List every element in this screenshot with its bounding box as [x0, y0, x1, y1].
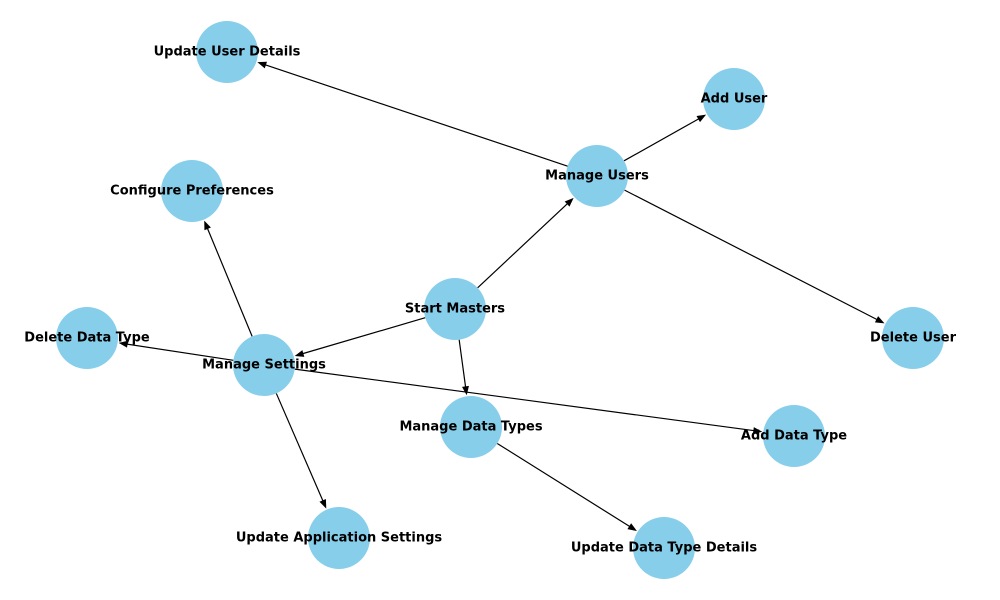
- node-manage-users: [566, 145, 628, 207]
- arrowhead-icon: [118, 340, 129, 348]
- node-label-delete-user: Delete User: [870, 331, 957, 346]
- node-add-data-type: [763, 405, 825, 467]
- node-label-add-data-type: Add Data Type: [741, 429, 847, 444]
- edge-manage-users-to-delete-user: [624, 189, 885, 324]
- node-start-masters: [424, 278, 486, 340]
- node-label-update-user-details: Update User Details: [154, 45, 301, 60]
- node-label-add-user: Add User: [701, 92, 768, 107]
- node-label-manage-settings: Manage Settings: [202, 358, 326, 373]
- arrowhead-icon: [204, 220, 211, 231]
- edge-line: [275, 393, 324, 502]
- node-delete-user: [882, 307, 944, 369]
- edge-line: [206, 227, 253, 337]
- edge-manage-settings-to-add-data-type: [294, 368, 763, 435]
- edge-line: [302, 317, 426, 355]
- arrowhead-icon: [752, 427, 763, 435]
- node-label-update-data-type-details: Update Data Type Details: [571, 541, 758, 556]
- arrowhead-icon: [696, 114, 707, 123]
- arrowhead-icon: [627, 523, 637, 532]
- node-label-delete-data-type: Delete Data Type: [24, 331, 150, 346]
- node-configure-preferences: [161, 160, 223, 222]
- arrowhead-icon: [462, 385, 469, 396]
- node-manage-settings: [233, 334, 295, 396]
- edge-manage-data-types-to-update-data-type-details: [496, 442, 637, 532]
- edge-line: [623, 118, 700, 162]
- edge-manage-settings-to-update-application-settings: [275, 393, 327, 509]
- edge-manage-settings-to-delete-data-type: [118, 340, 234, 361]
- arrowhead-icon: [564, 197, 574, 207]
- node-update-user-details: [196, 21, 258, 83]
- edge-manage-users-to-add-user: [623, 114, 707, 162]
- node-label-manage-data-types: Manage Data Types: [399, 420, 542, 435]
- edge-start-masters-to-manage-users: [477, 197, 574, 289]
- edge-line: [624, 189, 878, 321]
- arrowhead-icon: [874, 316, 885, 324]
- edge-start-masters-to-manage-settings: [294, 317, 426, 357]
- node-label-update-application-settings: Update Application Settings: [236, 531, 443, 546]
- edge-line: [458, 339, 467, 388]
- edge-manage-settings-to-configure-preferences: [204, 220, 253, 337]
- edge-manage-users-to-update-user-details: [257, 61, 568, 167]
- node-manage-data-types: [440, 396, 502, 458]
- edge-line: [264, 64, 568, 167]
- edge-line: [294, 368, 755, 432]
- node-add-user: [703, 68, 765, 130]
- edge-line: [126, 343, 234, 361]
- node-label-manage-users: Manage Users: [545, 169, 649, 184]
- node-update-data-type-details: [633, 517, 695, 579]
- edges-layer: [118, 61, 885, 532]
- arrowhead-icon: [257, 61, 267, 69]
- arrowhead-icon: [294, 350, 305, 357]
- node-update-application-settings: [308, 507, 370, 569]
- edge-line: [496, 442, 631, 528]
- node-label-start-masters: Start Masters: [405, 302, 505, 317]
- edge-line: [477, 202, 569, 289]
- edge-start-masters-to-manage-data-types: [458, 339, 469, 396]
- node-delete-data-type: [56, 307, 118, 369]
- node-label-configure-preferences: Configure Preferences: [110, 184, 274, 199]
- arrowhead-icon: [319, 498, 327, 509]
